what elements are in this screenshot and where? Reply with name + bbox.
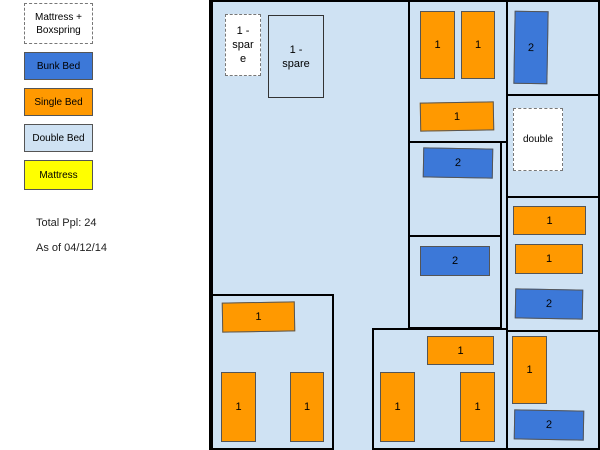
legend-bunk-bed-label: Bunk Bed bbox=[36, 60, 81, 72]
bed-label: 1 bbox=[255, 310, 262, 324]
as-of-date: As of 04/12/14 bbox=[36, 242, 107, 254]
single-bed: 1 bbox=[380, 372, 415, 442]
bed-label: 2 bbox=[545, 418, 553, 432]
total-people: Total Ppl: 24 bbox=[36, 217, 97, 229]
legend-double-bed-label: Double Bed bbox=[32, 132, 85, 144]
single-bed: 1 bbox=[290, 372, 324, 442]
bed-label: 2 bbox=[527, 41, 535, 54]
single-bed: 1 bbox=[420, 11, 455, 79]
bed-label: 1 bbox=[394, 401, 401, 413]
bed-label: 2 bbox=[451, 255, 459, 267]
bed-label: 1 bbox=[474, 401, 481, 413]
bed-label: 1 bbox=[434, 39, 441, 51]
spare-double-bed: 1 - spare bbox=[268, 15, 324, 98]
bed-label: 1 bbox=[235, 401, 242, 413]
single-bed: 1 bbox=[460, 372, 495, 442]
bunk-bed: 2 bbox=[514, 288, 584, 320]
single-bed: 1 bbox=[419, 101, 495, 132]
bed-label: 2 bbox=[545, 297, 553, 311]
single-bed: 1 bbox=[427, 336, 494, 365]
legend-mattress-boxspring-label: Mattress + Boxspring bbox=[35, 11, 82, 36]
spare-large-label: 1 - spare bbox=[282, 43, 310, 70]
legend-mattress-boxspring: Mattress + Boxspring bbox=[24, 3, 93, 44]
bed-label: 1 bbox=[546, 214, 553, 227]
single-bed: 1 bbox=[221, 301, 296, 333]
legend-bunk-bed: Bunk Bed bbox=[24, 52, 93, 80]
bed-label: 1 bbox=[526, 364, 533, 376]
bed-label: 1 bbox=[453, 110, 461, 123]
single-bed: 1 bbox=[515, 244, 583, 274]
bed-label: double bbox=[522, 134, 554, 145]
bunk-bed: 2 bbox=[422, 147, 494, 179]
bed-label: 1 bbox=[457, 344, 464, 357]
bed-label: 1 bbox=[303, 401, 311, 413]
bed-label: 1 bbox=[474, 39, 482, 51]
bed-label: 2 bbox=[454, 156, 462, 170]
double-bed-spare: double bbox=[513, 108, 563, 171]
single-bed: 1 bbox=[221, 372, 256, 442]
legend-double-bed: Double Bed bbox=[24, 124, 93, 152]
single-bed: 1 bbox=[513, 206, 586, 235]
legend-single-bed-label: Single Bed bbox=[34, 96, 83, 108]
legend-mattress-label: Mattress bbox=[39, 169, 78, 181]
legend-mattress: Mattress bbox=[24, 160, 93, 190]
bunk-bed: 2 bbox=[513, 10, 549, 85]
single-bed: 1 bbox=[461, 11, 495, 79]
bed-label: 1 bbox=[545, 253, 553, 265]
bunk-bed: 2 bbox=[513, 409, 585, 441]
single-bed: 1 bbox=[512, 336, 547, 404]
bunk-bed: 2 bbox=[420, 246, 490, 276]
legend-single-bed: Single Bed bbox=[24, 88, 93, 116]
spare-mattress-boxspring: 1 - spar e bbox=[225, 14, 261, 76]
spare-small-label: 1 - spar e bbox=[232, 25, 254, 65]
